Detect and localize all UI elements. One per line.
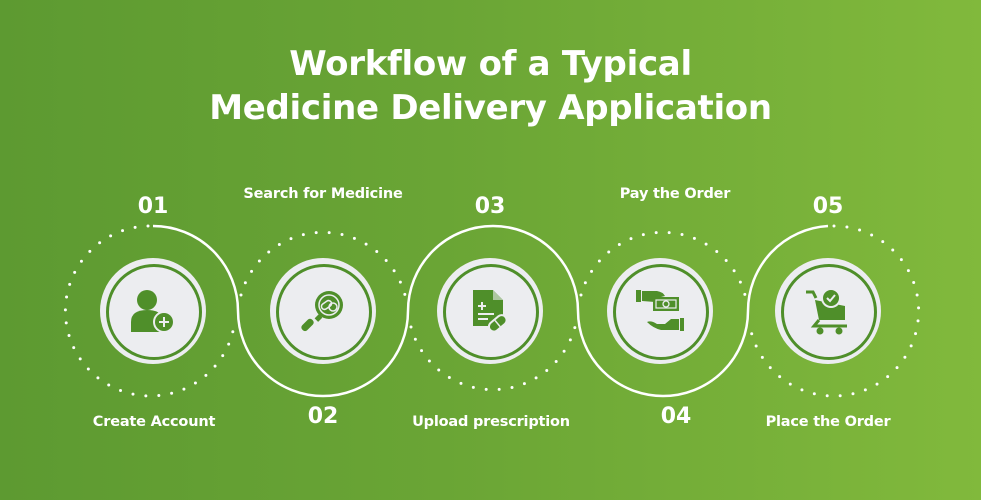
page-title: Workflow of a Typical Medicine Delivery … <box>0 42 981 130</box>
node-ring <box>443 264 539 360</box>
step-4-node <box>607 258 713 364</box>
step-1-number: 01 <box>137 194 169 219</box>
step-3-node <box>437 258 543 364</box>
title-line-1: Workflow of a Typical <box>289 44 692 84</box>
step-5-node <box>775 258 881 364</box>
step-2-number: 02 <box>307 404 339 429</box>
step-3-number: 03 <box>474 194 506 219</box>
step-2-label: Search for Medicine <box>243 186 403 202</box>
node-ring <box>781 264 877 360</box>
node-ring <box>106 264 202 360</box>
cart-check-icon <box>806 288 847 335</box>
payment-icon <box>636 290 684 331</box>
node-ring <box>613 264 709 360</box>
search-medicine-icon <box>301 291 343 332</box>
user-add-icon <box>131 290 175 333</box>
step-2-node <box>270 258 376 364</box>
title-line-2: Medicine Delivery Application <box>209 88 772 128</box>
step-5-label: Place the Order <box>765 414 891 430</box>
step-5-number: 05 <box>812 194 844 219</box>
solid-wave-line <box>152 224 829 398</box>
node-ring <box>276 264 372 360</box>
step-4-number: 04 <box>660 404 692 429</box>
prescription-icon <box>473 290 508 333</box>
step-1-node <box>100 258 206 364</box>
step-3-label: Upload prescription <box>412 414 570 430</box>
step-4-label: Pay the Order <box>619 186 731 202</box>
step-1-label: Create Account <box>92 414 216 430</box>
